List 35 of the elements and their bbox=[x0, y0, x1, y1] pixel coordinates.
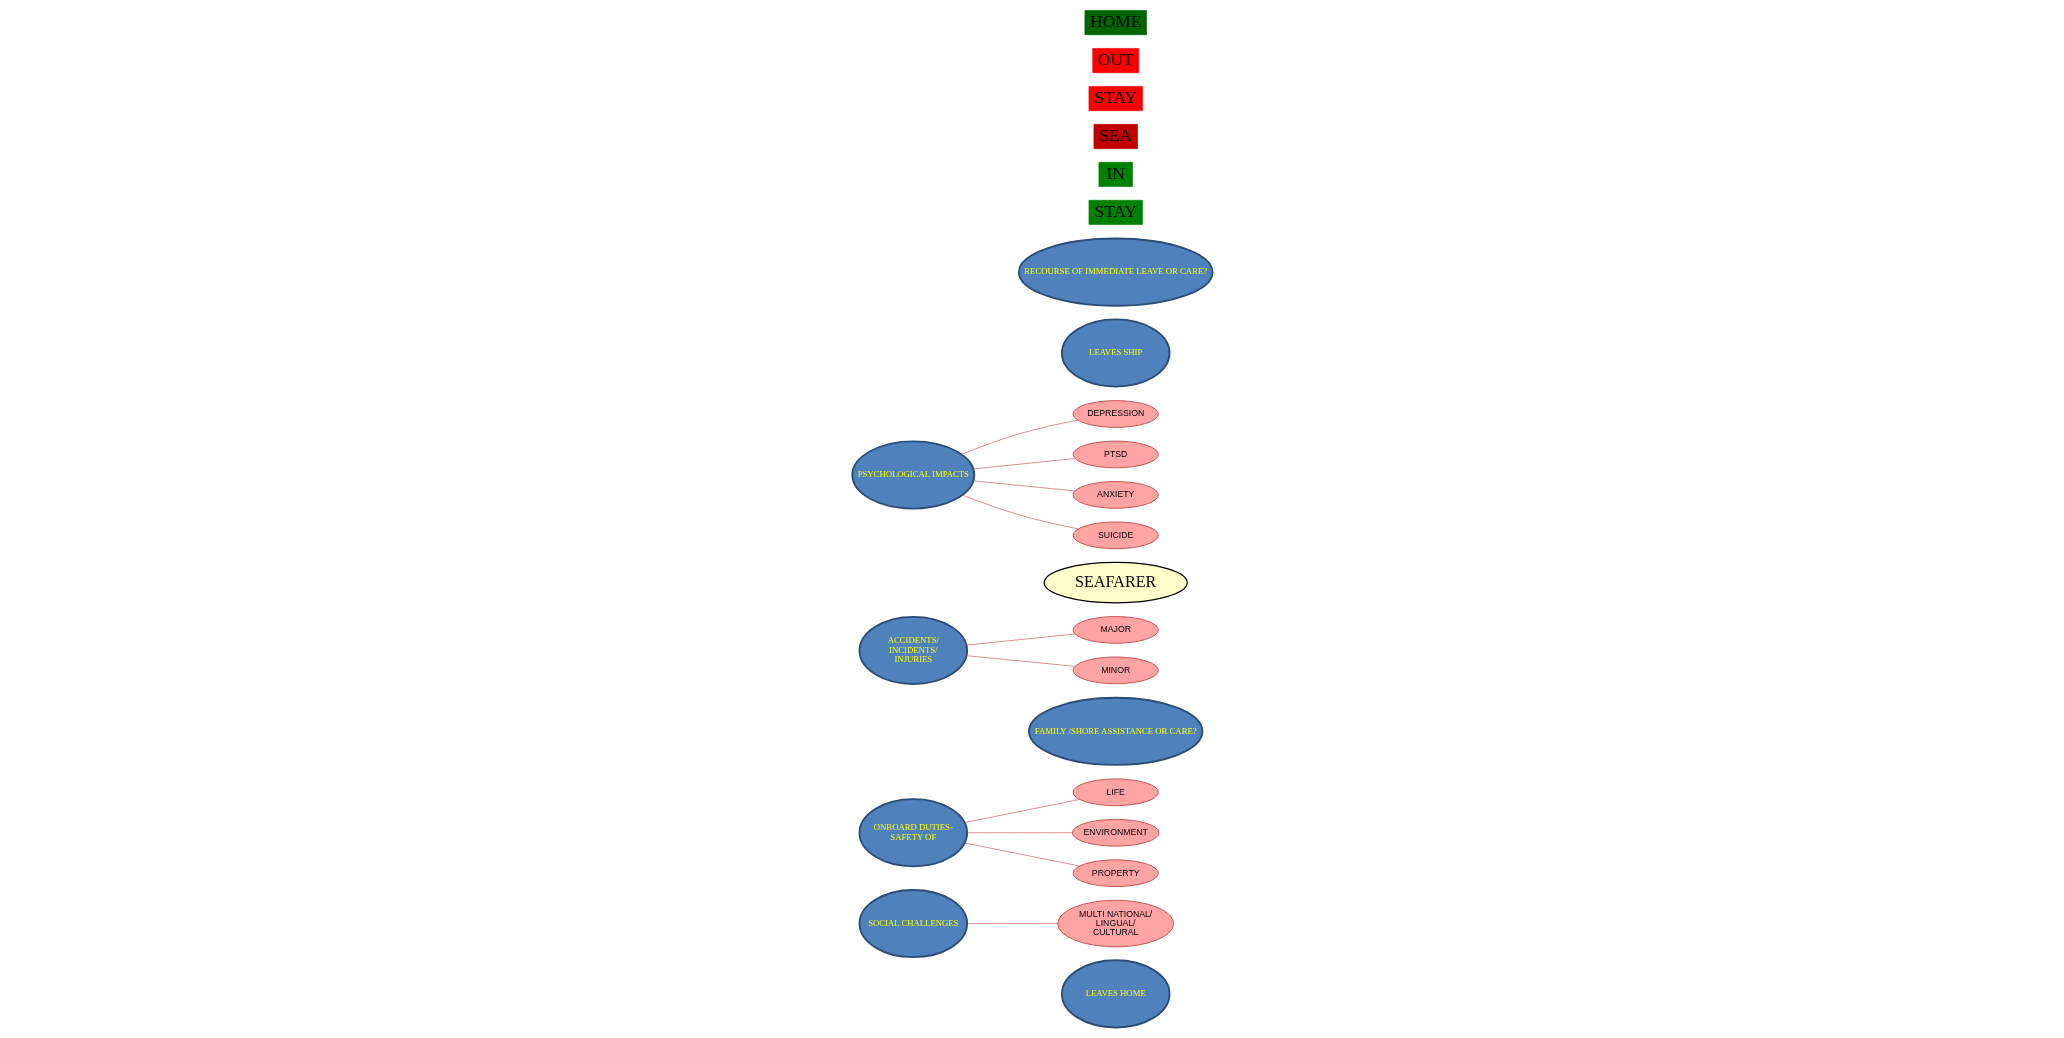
label: IN bbox=[1106, 162, 1125, 183]
node-ellipse: LEAVES HOME bbox=[1060, 959, 1170, 1029]
label: HOME bbox=[1089, 10, 1141, 31]
connector bbox=[961, 494, 1079, 530]
connector bbox=[965, 633, 1075, 646]
node-ellipse: SEAFARER bbox=[1043, 561, 1188, 604]
connector bbox=[966, 923, 1058, 924]
connector bbox=[963, 842, 1080, 867]
node-ellipse: SOCIAL CHALLENGES bbox=[858, 889, 968, 959]
connector bbox=[972, 480, 1075, 492]
node-ellipse: PSYCHOLOGICAL IMPACTS bbox=[850, 440, 975, 510]
node-ellipse: ANXIETY bbox=[1072, 481, 1159, 509]
node-ellipse: MAJOR bbox=[1072, 616, 1159, 644]
connector bbox=[965, 655, 1075, 667]
node-ellipse: DEPRESSION bbox=[1072, 400, 1159, 428]
connector bbox=[963, 799, 1080, 823]
node-ellipse: ENVIRONMENT bbox=[1071, 818, 1160, 847]
label: OUT bbox=[1097, 48, 1134, 69]
node-ellipse: ACCIDENTS/ INCIDENTS/ INJURIES bbox=[858, 615, 968, 685]
label: STAY bbox=[1093, 86, 1137, 107]
node-ellipse: PTSD bbox=[1072, 440, 1159, 469]
node-ellipse: SUICIDE bbox=[1072, 521, 1159, 550]
node-ellipse: LEAVES SHIP bbox=[1060, 318, 1170, 388]
node-ellipse: ONBOARD DUTIES- SAFETY OF bbox=[858, 798, 968, 868]
node-ellipse: RECOURSE OF IMMEDIATE LEAVE OR CARE? bbox=[1017, 237, 1213, 307]
connector bbox=[966, 832, 1072, 834]
connector bbox=[972, 458, 1075, 470]
node-ellipse: MULTI NATIONAL/ LINGUAL/ CULTURAL bbox=[1056, 899, 1174, 948]
connector bbox=[960, 419, 1078, 455]
label: SEA bbox=[1098, 124, 1132, 145]
node-ellipse: LIFE bbox=[1072, 778, 1159, 807]
node-ellipse: MINOR bbox=[1072, 656, 1159, 685]
node-ellipse: PROPERTY bbox=[1072, 859, 1159, 888]
label: STAY bbox=[1093, 200, 1137, 221]
node-ellipse: FAMILY /SHORE ASSISTANCE OR CARE? bbox=[1027, 696, 1203, 766]
